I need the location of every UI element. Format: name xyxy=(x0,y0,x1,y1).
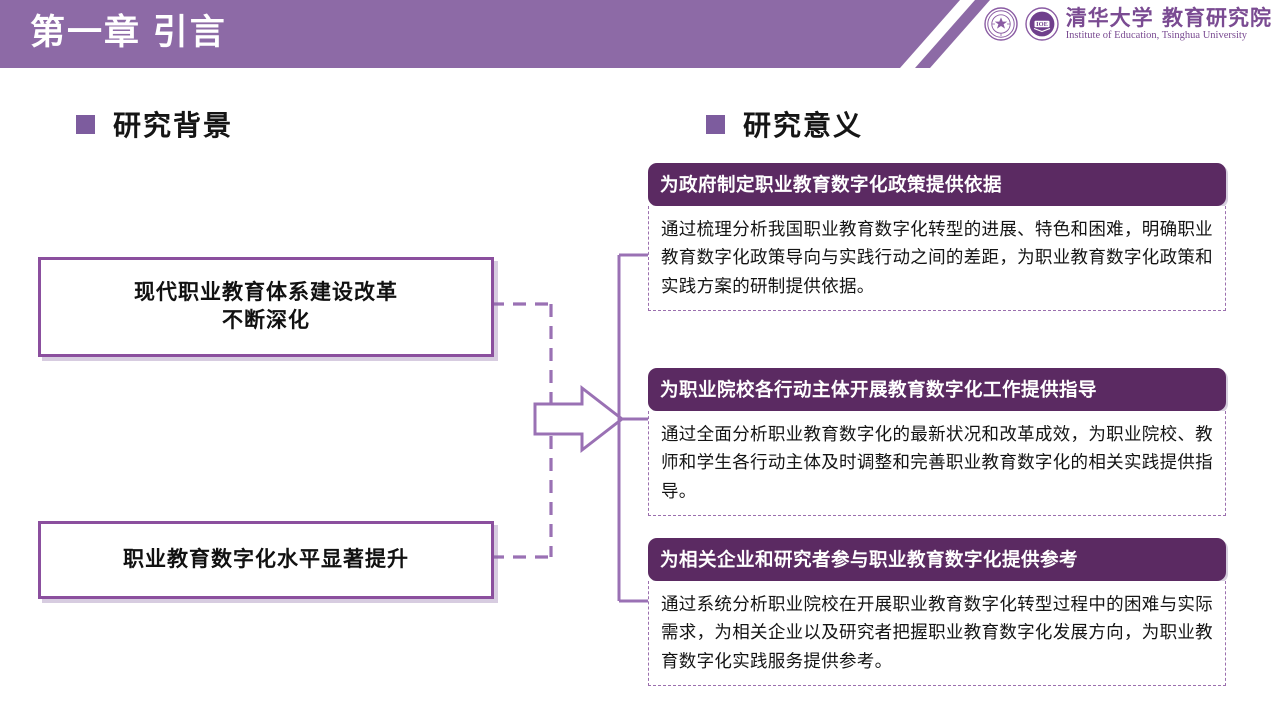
significance-card-1-body: 通过梳理分析我国职业教育数字化转型的进展、特色和困难，明确职业教育数字化政策导向… xyxy=(648,206,1226,312)
significance-card-2-body: 通过全面分析职业教育数字化的最新状况和改革成效，为职业院校、教师和学生各行动主体… xyxy=(648,411,1226,517)
background-box-2: 职业教育数字化水平显著提升 xyxy=(38,521,494,599)
section-heading-background: 研究背景 xyxy=(76,104,233,144)
institution-logo: IOE 清华大学 教育研究院 Institute of Education, T… xyxy=(983,7,1272,42)
flow-arrow-icon xyxy=(533,384,625,454)
square-bullet-icon xyxy=(706,114,725,134)
background-box-1-text: 现代职业教育体系建设改革 不断深化 xyxy=(134,279,398,336)
significance-card-3-body: 通过系统分析职业院校在开展职业教育数字化转型过程中的困难与实际需求，为相关企业以… xyxy=(648,581,1226,687)
logo-text-block: 清华大学 教育研究院 Institute of Education, Tsing… xyxy=(1066,7,1272,42)
slide-header: 第一章 引言 IOE xyxy=(0,0,1280,68)
background-box-1: 现代职业教育体系建设改革 不断深化 xyxy=(38,257,494,357)
section-label-background: 研究背景 xyxy=(113,110,234,141)
significance-card-3-title: 为相关企业和研究者参与职业教育数字化提供参考 xyxy=(648,538,1226,581)
background-box-1-line2: 不断深化 xyxy=(222,309,310,332)
background-box-2-text: 职业教育数字化水平显著提升 xyxy=(123,547,409,571)
significance-card-2: 为职业院校各行动主体开展教育数字化工作提供指导 通过全面分析职业教育数字化的最新… xyxy=(648,368,1226,517)
significance-card-1: 为政府制定职业教育数字化政策提供依据 通过梳理分析我国职业教育数字化转型的进展、… xyxy=(648,163,1226,312)
significance-card-3: 为相关企业和研究者参与职业教育数字化提供参考 通过系统分析职业院校在开展职业教育… xyxy=(648,538,1226,687)
institute-of-education-seal-icon: IOE xyxy=(1024,7,1059,41)
section-label-significance: 研究意义 xyxy=(743,110,864,141)
significance-card-2-title: 为职业院校各行动主体开展教育数字化工作提供指导 xyxy=(648,368,1226,411)
tsinghua-university-seal-icon xyxy=(983,7,1018,41)
svg-text:IOE: IOE xyxy=(1036,21,1048,28)
significance-card-1-title: 为政府制定职业教育数字化政策提供依据 xyxy=(648,163,1226,206)
page-title: 第一章 引言 xyxy=(30,13,227,52)
section-heading-significance: 研究意义 xyxy=(706,104,863,144)
logo-title-cn: 清华大学 教育研究院 xyxy=(1065,5,1272,30)
background-box-1-line1: 现代职业教育体系建设改革 xyxy=(134,280,398,304)
header-background-shape xyxy=(0,0,960,68)
logo-title-en: Institute of Education, Tsinghua Univers… xyxy=(1065,30,1248,41)
square-bullet-icon xyxy=(76,114,95,134)
